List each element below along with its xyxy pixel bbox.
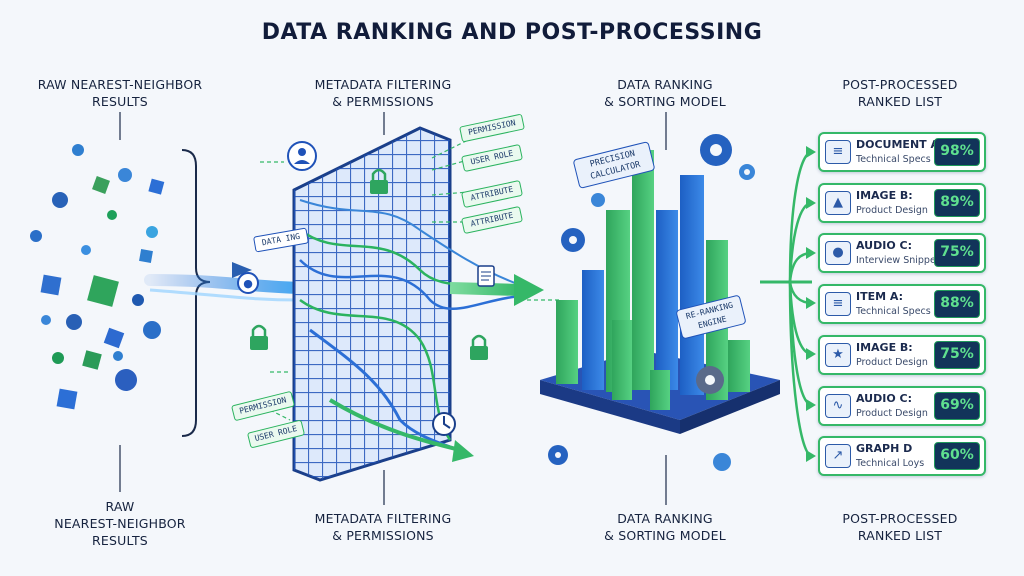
gear-icon [700, 134, 732, 166]
ranked-item-subtitle: Product Design [856, 205, 928, 216]
ranked-item-title: AUDIO C: [856, 239, 912, 252]
ranking-bars [556, 150, 750, 410]
ranked-item-subtitle: Technical Specs [856, 306, 931, 317]
ranked-item-score: 75% [934, 341, 980, 369]
waveform-icon: ∿ [825, 394, 851, 418]
document-icon: ≡ [825, 140, 851, 164]
ranked-item-title: ITEM A: [856, 290, 903, 303]
image-icon: ▲ [825, 191, 851, 215]
ranked-item-title: IMAGE B: [856, 189, 913, 202]
document-icon-flow [478, 266, 494, 286]
microphone-icon: ● [825, 241, 851, 265]
ranked-item-score: 60% [934, 442, 980, 470]
ranked-item-score: 89% [934, 189, 980, 217]
lock-icon-right [470, 336, 488, 360]
ranked-item-subtitle: Product Design [856, 408, 928, 419]
gear-icon-small [739, 164, 755, 180]
ranked-list-item[interactable]: ↗ GRAPH D Technical Loys 60% [818, 436, 986, 476]
ranked-item-subtitle: Interview Snippet [856, 255, 940, 266]
star-icon: ★ [825, 343, 851, 367]
user-icon-node: ● [243, 277, 253, 290]
ranked-item-subtitle: Technical Specs [856, 154, 931, 165]
ranked-item-subtitle: Product Design [856, 357, 928, 368]
gear-icon-left [561, 193, 605, 252]
ranked-item-score: 98% [934, 138, 980, 166]
ranked-item-title: GRAPH D [856, 442, 912, 455]
arrow-to-ranking [514, 274, 544, 306]
ranked-item-score: 69% [934, 392, 980, 420]
ranked-list-item[interactable]: ∿ AUDIO C: Product Design 69% [818, 386, 986, 426]
ranked-item-title: DOCUMENT A: [856, 138, 944, 151]
nearest-neighbor-nodes [30, 144, 164, 409]
document-icon: ≡ [825, 292, 851, 316]
ranked-item-score: 75% [934, 239, 980, 267]
metadata-filter-grid [294, 128, 520, 480]
ranked-item-score: 88% [934, 290, 980, 318]
ranked-list-item[interactable]: ▲ IMAGE B: Product Design 89% [818, 183, 986, 223]
line-chart-icon: ↗ [825, 444, 851, 468]
ranked-item-title: IMAGE B: [856, 341, 913, 354]
ranked-item-subtitle: Technical Loys [856, 458, 924, 469]
lock-icon-left [250, 326, 268, 350]
ranked-list-item[interactable]: ★ IMAGE B: Product Design 75% [818, 335, 986, 375]
ranked-item-title: AUDIO C: [856, 392, 912, 405]
